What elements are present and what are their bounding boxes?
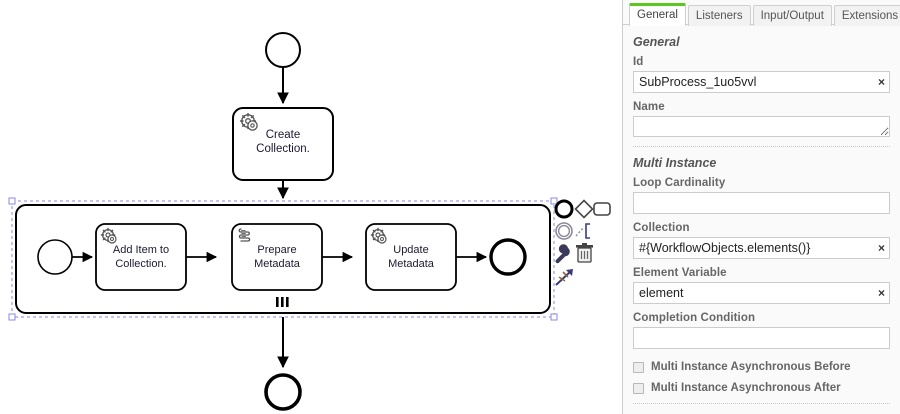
field-name: Name [633,101,890,137]
service-task-gear-icon [370,227,387,244]
append-gateway-icon[interactable] [574,199,594,219]
group-title-multi-instance: Multi Instance [633,156,717,170]
clear-id-icon[interactable]: × [877,75,885,89]
loop-cardinality-input[interactable] [633,192,890,214]
multi-instance-parallel-marker [276,297,289,307]
task-create-collection[interactable]: Create Collection. [232,107,334,181]
field-label-collection: Collection [633,222,690,234]
subprocess-end-event[interactable] [489,238,527,276]
resize-handles[interactable] [8,197,558,321]
subprocess-start-event[interactable] [37,239,73,275]
tab-input-output[interactable]: Input/Output [752,5,832,26]
name-textarea[interactable] [633,116,890,137]
group-title-general: General [633,35,680,49]
context-pad[interactable] [554,199,611,286]
completion-condition-input[interactable] [633,327,890,349]
checkbox-label-async-before: Multi Instance Asynchronous Before [651,361,851,373]
clear-element-variable-icon[interactable]: × [877,286,885,300]
tab-extensions[interactable]: Extensions [833,5,900,26]
section-divider-bottom [633,403,890,404]
delete-trash-icon[interactable] [576,243,593,263]
field-label-loop-cardinality: Loop Cardinality [633,177,726,189]
task-update-metadata[interactable]: Update Metadata [365,223,457,291]
connect-tool-icon[interactable] [555,269,573,286]
append-text-annotation-icon[interactable] [575,223,590,239]
task-label-line2: Collection. [115,258,166,270]
end-event[interactable] [264,373,302,411]
task-label-line1: Create [266,129,301,141]
checkbox-async-before[interactable] [633,361,644,373]
collection-input[interactable] [633,237,890,259]
bpmn-canvas[interactable]: Create Collection. [0,0,622,414]
clear-collection-icon[interactable]: × [877,241,885,255]
tab-listeners[interactable]: Listeners [687,5,751,26]
task-label-line1: Update [393,244,428,256]
properties-body: General Id × Name Multi Instance Loop Ca… [623,25,900,414]
service-task-gear-icon [239,112,258,131]
field-label-element-variable: Element Variable [633,267,727,279]
selection-outline [11,200,555,318]
checkbox-label-async-after: Multi Instance Asynchronous After [651,382,841,394]
field-element-variable: Element Variable × [633,267,890,304]
append-intermediate-event-icon[interactable] [555,222,573,240]
field-label-id: Id [633,56,644,68]
replace-wrench-icon[interactable] [555,244,570,264]
task-label-line2: Metadata [254,258,301,270]
task-prepare-metadata[interactable]: Prepare Metadata [231,223,323,291]
task-add-item-to-collection[interactable]: Add Item to Collection. [95,223,187,291]
start-event[interactable] [265,32,301,68]
section-divider [633,146,890,147]
checkbox-row-async-before[interactable]: Multi Instance Asynchronous Before [633,361,890,373]
service-task-gear-icon [100,227,117,244]
task-label-line1: Prepare [257,244,296,256]
field-collection: Collection × [633,222,890,259]
script-task-icon [238,228,251,242]
checkbox-async-after[interactable] [633,382,644,394]
field-id: Id × [633,56,890,93]
tab-general[interactable]: General [629,3,686,26]
field-completion-condition: Completion Condition [633,312,890,349]
expanded-subprocess[interactable]: Add Item to Collection. Prepare Metadata [15,204,551,314]
task-label-line2: Collection. [256,143,310,155]
append-task-icon[interactable] [593,202,611,216]
field-label-name: Name [633,101,665,113]
element-variable-input[interactable] [633,282,890,304]
checkbox-row-async-after[interactable]: Multi Instance Asynchronous After [633,382,890,394]
task-label-line2: Metadata [388,258,435,270]
id-input[interactable] [633,71,890,93]
append-end-event-icon[interactable] [554,199,574,219]
field-loop-cardinality: Loop Cardinality [633,177,890,214]
task-label-line1: Add Item to [113,244,169,256]
field-label-completion-condition: Completion Condition [633,312,756,324]
